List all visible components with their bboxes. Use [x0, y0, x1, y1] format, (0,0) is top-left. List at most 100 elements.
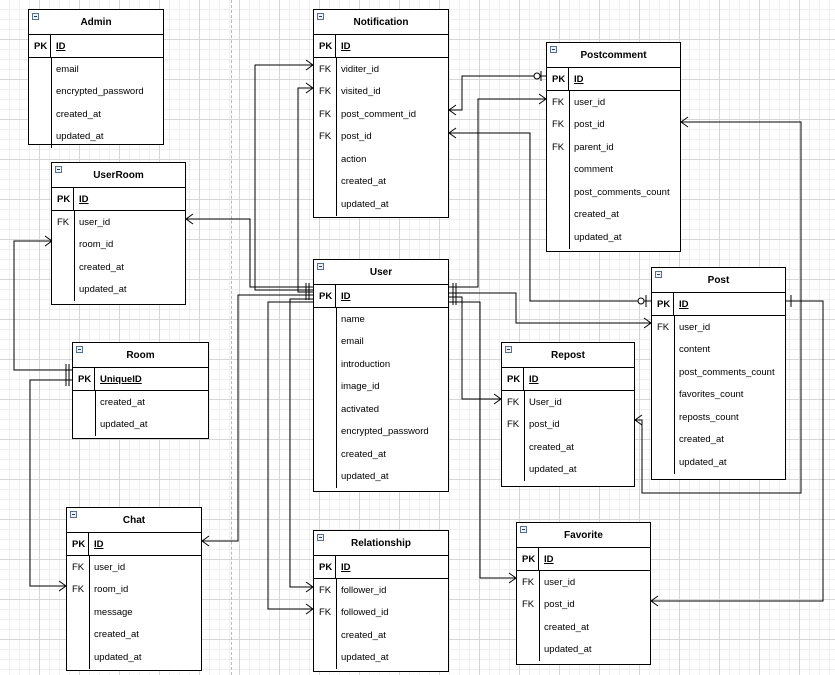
field-name: visited_id [341, 86, 381, 98]
collapse-minus-icon[interactable] [505, 346, 512, 353]
entity-header: User [314, 260, 448, 285]
field-name: post_comment_id [341, 108, 416, 120]
collapse-minus-icon[interactable] [550, 46, 557, 53]
field-name: created_at [94, 629, 139, 641]
key-marker: PK [314, 285, 336, 307]
field-list: created_at updated_at [73, 391, 208, 436]
field-row: FK post_id [547, 114, 680, 137]
entity-title: Chat [122, 514, 146, 526]
field-name: updated_at [341, 471, 389, 483]
field-name: user_id [544, 576, 576, 588]
onebar-room-left [65, 364, 70, 386]
key-marker: PK [547, 68, 569, 90]
collapse-minus-icon[interactable] [55, 166, 62, 173]
key-marker [652, 429, 674, 452]
field-name: created_at [341, 629, 386, 641]
key-marker [314, 443, 336, 466]
edge-chat-user [202, 294, 313, 542]
field-row: updated_at [547, 226, 680, 249]
collapse-minus-icon[interactable] [32, 13, 39, 20]
crowfoot-repost-post [634, 414, 643, 426]
field-name: follower_id [341, 584, 387, 596]
field-row: activated [314, 398, 448, 421]
key-marker: FK [552, 119, 565, 131]
key-marker [314, 624, 336, 647]
key-marker [29, 81, 51, 104]
entity-header: Repost [502, 343, 634, 368]
field-name: image_id [341, 381, 380, 393]
field-row: FK user_id [52, 211, 185, 234]
field-name: created_at [544, 621, 589, 633]
field-name: created_at [341, 176, 386, 188]
crowfoot-chat-user [201, 535, 210, 547]
key-marker [502, 459, 524, 482]
field-name: created_at [79, 261, 124, 273]
field-name: user_id [79, 216, 111, 228]
field-name: ID [56, 40, 66, 52]
key-marker [52, 279, 74, 302]
field-row: created_at [517, 616, 650, 639]
collapse-minus-icon[interactable] [70, 511, 77, 518]
key-marker [652, 361, 674, 384]
entity-title: Repost [551, 349, 585, 361]
key-marker [314, 353, 336, 376]
field-row: comment [547, 159, 680, 182]
field-row: reposts_count [652, 406, 785, 429]
key-marker [547, 181, 569, 204]
edge-relationship-followed [267, 301, 313, 610]
field-name: post_id [574, 119, 605, 131]
edge-notification-viditer [254, 64, 313, 291]
entity-header: Room [73, 343, 208, 368]
entity-title: User [369, 266, 393, 278]
field-name: created_at [100, 396, 145, 408]
edge-userroom-user [186, 218, 313, 288]
field-row: updated_at [502, 459, 634, 482]
collapse-minus-icon[interactable] [520, 526, 527, 533]
key-marker [547, 226, 569, 249]
collapse-minus-icon[interactable] [317, 263, 324, 270]
key-marker: FK [72, 561, 85, 573]
key-marker [67, 646, 89, 669]
key-marker [652, 406, 674, 429]
field-row: post_comments_count [547, 181, 680, 204]
crowfoot-notif-viditer [305, 59, 314, 71]
entity-title: UserRoom [93, 169, 144, 181]
collapse-minus-icon[interactable] [317, 534, 324, 541]
key-marker: FK [57, 216, 70, 228]
field-name: user_id [574, 96, 606, 108]
key-marker [52, 234, 74, 257]
onebar-user-right [452, 283, 457, 305]
field-row: created_at [314, 443, 448, 466]
collapse-minus-icon[interactable] [76, 346, 83, 353]
field-row: created_at [652, 429, 785, 452]
field-row: favorites_count [652, 384, 785, 407]
field-name: ID [79, 193, 89, 205]
collapse-minus-icon[interactable] [317, 13, 324, 20]
field-name: encrypted_password [56, 86, 144, 98]
field-name: ID [341, 561, 351, 573]
entity-header: Favorite [517, 523, 650, 548]
collapse-minus-icon[interactable] [655, 271, 662, 278]
entity-title: Relationship [350, 537, 411, 549]
field-name: viditer_id [341, 63, 380, 75]
field-row: image_id [314, 376, 448, 399]
